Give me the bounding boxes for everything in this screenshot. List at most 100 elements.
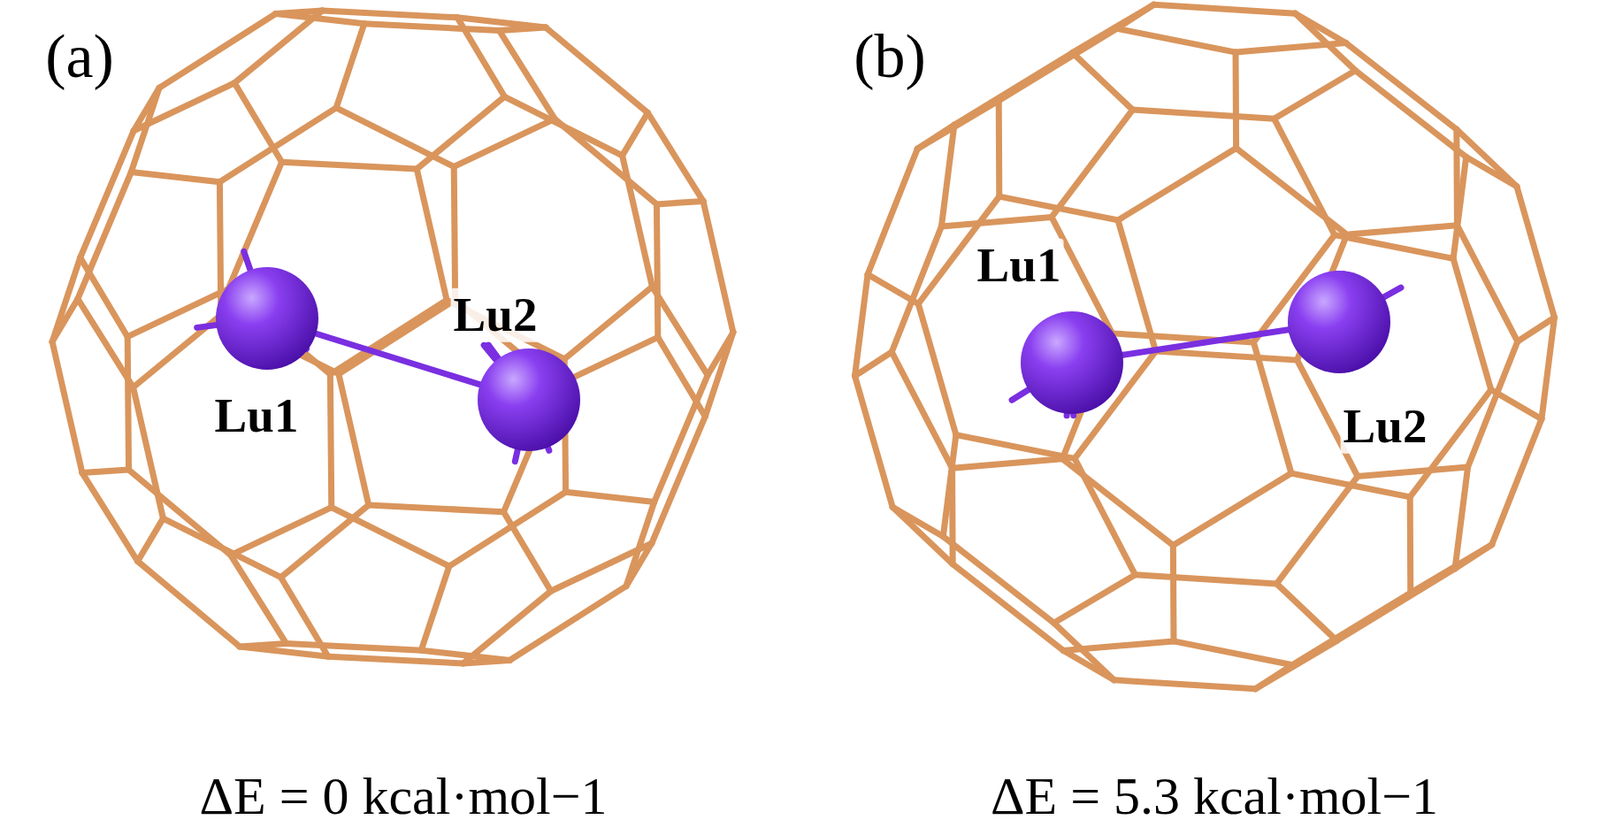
cage-bond bbox=[956, 435, 1075, 460]
atom-label: Lu2 bbox=[1340, 399, 1431, 454]
cage-bond bbox=[1172, 473, 1292, 546]
cage-bond bbox=[855, 375, 894, 507]
cage-bond bbox=[509, 586, 627, 661]
atom-label: Lu2 bbox=[451, 288, 541, 343]
cage-bond bbox=[892, 506, 953, 564]
cage-bond bbox=[1063, 650, 1114, 680]
fullerene-cage bbox=[855, 4, 1555, 689]
cage-bond bbox=[1347, 225, 1458, 236]
cage-bond bbox=[1294, 13, 1346, 43]
cage-bond bbox=[1334, 235, 1454, 260]
cage-bond bbox=[219, 182, 221, 315]
cage-bond bbox=[1232, 52, 1241, 148]
cage-bond bbox=[1117, 28, 1236, 53]
cage-bond bbox=[1155, 351, 1298, 360]
cage-bond bbox=[282, 161, 418, 169]
cage-bond bbox=[704, 332, 734, 417]
cage-bond bbox=[1072, 4, 1155, 53]
cage-bond bbox=[133, 387, 164, 519]
cage-bond bbox=[336, 107, 454, 168]
cage-bond bbox=[917, 100, 999, 149]
cage-bond bbox=[855, 274, 869, 376]
cage-bond bbox=[77, 171, 131, 299]
cage-bond bbox=[941, 124, 955, 227]
cage-bond bbox=[137, 560, 240, 646]
cage-bond bbox=[338, 374, 369, 506]
cage-bond bbox=[275, 14, 365, 24]
cage-bond bbox=[566, 491, 655, 502]
cage-bond bbox=[416, 96, 505, 169]
cage-bond bbox=[281, 505, 369, 578]
cage-bond bbox=[52, 341, 83, 473]
cage-bond bbox=[329, 374, 331, 507]
cage-bond bbox=[1491, 390, 1542, 420]
cage-bond bbox=[656, 204, 658, 337]
atom-label: Lu1 bbox=[212, 389, 302, 444]
lu-atom bbox=[215, 267, 319, 370]
cage-bond bbox=[1541, 317, 1555, 420]
cage-bond bbox=[942, 536, 1054, 624]
cage-bond bbox=[234, 10, 322, 84]
cage-bond bbox=[1355, 70, 1466, 158]
cage-bond bbox=[286, 643, 422, 651]
cage-bond bbox=[656, 200, 704, 204]
cage-bond bbox=[421, 566, 450, 651]
cage-bond bbox=[1134, 574, 1277, 584]
cage-bond bbox=[918, 303, 957, 435]
cage-bond bbox=[239, 643, 287, 646]
cage-bond bbox=[80, 257, 128, 337]
cage-bond bbox=[1292, 592, 1411, 666]
cage-bond bbox=[159, 14, 276, 89]
energy-label: ΔE = 0 kcal·mol−1 bbox=[196, 766, 610, 826]
cage-bond bbox=[952, 564, 1064, 651]
cage-bond bbox=[1453, 258, 1492, 390]
cage-bond bbox=[1274, 70, 1356, 119]
cage-bond bbox=[1456, 225, 1517, 342]
cage-bond bbox=[941, 216, 1052, 227]
fullerene-cage bbox=[52, 10, 734, 664]
cage-bond bbox=[545, 27, 648, 113]
cage-bond bbox=[703, 200, 734, 332]
cage-bond bbox=[1453, 157, 1467, 260]
cage-bond bbox=[1276, 583, 1337, 641]
cage-bond bbox=[949, 467, 957, 564]
cage-bond bbox=[336, 23, 365, 108]
cage-bond bbox=[1051, 109, 1134, 217]
cage-bond bbox=[1133, 109, 1275, 119]
cage-bond bbox=[329, 299, 447, 375]
cage-bond bbox=[1072, 53, 1134, 110]
cage-bond bbox=[647, 113, 704, 202]
lu-atom bbox=[1287, 270, 1391, 374]
cage-bond bbox=[1407, 497, 1415, 593]
panel-letter: (a) bbox=[42, 22, 117, 91]
cage-bond bbox=[503, 512, 551, 591]
cage-bond bbox=[651, 416, 705, 544]
cage-bond bbox=[952, 459, 1064, 469]
cage-bond bbox=[130, 171, 220, 182]
cage-bond bbox=[453, 166, 455, 299]
cage-bond bbox=[1063, 641, 1174, 651]
cage-bond bbox=[891, 352, 952, 468]
cage-bond bbox=[1346, 43, 1457, 131]
cage-bond bbox=[1235, 43, 1347, 54]
cage-bond bbox=[137, 518, 164, 561]
cage-bond bbox=[1114, 680, 1256, 689]
cage-bond bbox=[127, 289, 229, 337]
lu-atom bbox=[1020, 311, 1124, 414]
cage-bond bbox=[416, 168, 447, 300]
cage-bond bbox=[1154, 4, 1296, 14]
cage-bond bbox=[498, 30, 555, 120]
cage-bond bbox=[1357, 466, 1469, 477]
cage-bond bbox=[1074, 458, 1135, 575]
cage-bond bbox=[331, 507, 450, 567]
cage-bond bbox=[1454, 544, 1493, 569]
cage-bond bbox=[463, 590, 552, 664]
cage-bond bbox=[867, 148, 918, 275]
cage-bond bbox=[554, 118, 657, 204]
cage-bond bbox=[622, 113, 649, 156]
cage-bond bbox=[1236, 147, 1348, 235]
cage-bond bbox=[498, 27, 546, 31]
panel-letter: (b) bbox=[850, 22, 929, 91]
cage-bond bbox=[1117, 147, 1237, 221]
cage-bond bbox=[551, 543, 652, 591]
